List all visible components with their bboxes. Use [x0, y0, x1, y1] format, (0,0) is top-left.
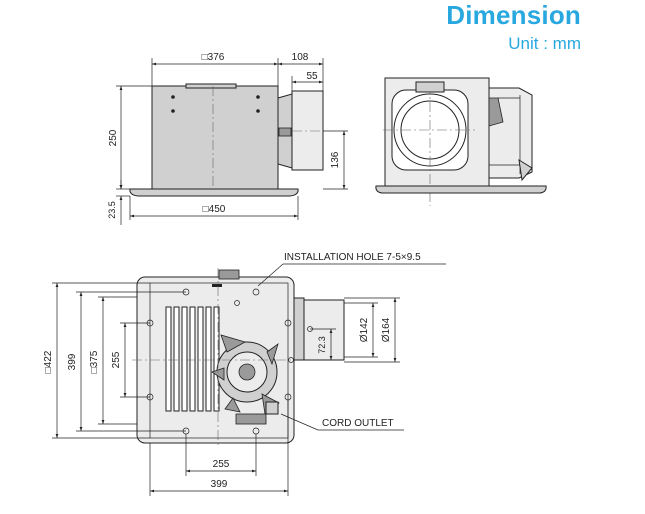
dim-label-375: □375	[89, 350, 100, 373]
side-view-spigot	[291, 90, 324, 171]
side-view-rivet	[256, 109, 260, 113]
dim-label-399-horizontal: 399	[211, 479, 228, 490]
bottom-view-adapter	[293, 297, 305, 361]
side-view-clip	[278, 127, 292, 137]
diagram-title: Dimension	[446, 0, 581, 30]
dim-label-dia-142: Ø142	[359, 317, 370, 342]
dim-label-376: □376	[202, 52, 225, 63]
bottom-view-cord-outlet	[265, 401, 279, 415]
unit-label: Unit : mm	[508, 34, 581, 53]
dim-label-255-horizontal: 255	[213, 459, 230, 470]
front-view-top-lug	[415, 81, 445, 93]
side-view-flange	[129, 188, 299, 197]
dim-label-108: 108	[292, 52, 309, 63]
dim-label-55: 55	[306, 71, 318, 82]
dim-label-399-vertical: 399	[67, 353, 78, 370]
front-view-motor-bracket	[488, 97, 504, 127]
side-view: □376 108 55 250 136 23.5 □450	[107, 52, 348, 225]
dim-label-72-3: 72.3	[317, 336, 327, 354]
bottom-view: INSTALLATION HOLE 7-5×9.5 CORD OUTLET □4…	[43, 252, 446, 496]
side-view-rivet	[171, 109, 175, 113]
front-view-flange	[375, 185, 547, 194]
side-view-rivet	[256, 95, 260, 99]
front-view-cord-outlet	[518, 159, 533, 182]
installation-hole-label: INSTALLATION HOLE 7-5×9.5	[284, 252, 421, 263]
dim-label-422: □422	[43, 350, 54, 373]
bottom-view-louvers	[165, 306, 220, 412]
dim-label-250: 250	[108, 129, 119, 146]
dim-label-136: 136	[330, 151, 341, 168]
front-view	[375, 77, 547, 206]
bottom-view-spigot	[303, 299, 345, 361]
side-view-rivet	[171, 95, 175, 99]
dim-label-450: □450	[203, 204, 226, 215]
bottom-view-fan	[211, 334, 280, 415]
cord-outlet-label: CORD OUTLET	[322, 418, 394, 429]
dim-label-23-5: 23.5	[107, 201, 117, 219]
side-view-top-plate	[185, 83, 237, 89]
side-view-housing	[151, 85, 279, 190]
dim-label-255-vertical: 255	[111, 351, 122, 368]
bottom-view-cord-box	[235, 413, 267, 425]
bottom-view-top-lug	[218, 269, 240, 280]
dim-label-dia-164: Ø164	[381, 317, 392, 342]
bottom-view-housing-outline	[149, 282, 289, 439]
